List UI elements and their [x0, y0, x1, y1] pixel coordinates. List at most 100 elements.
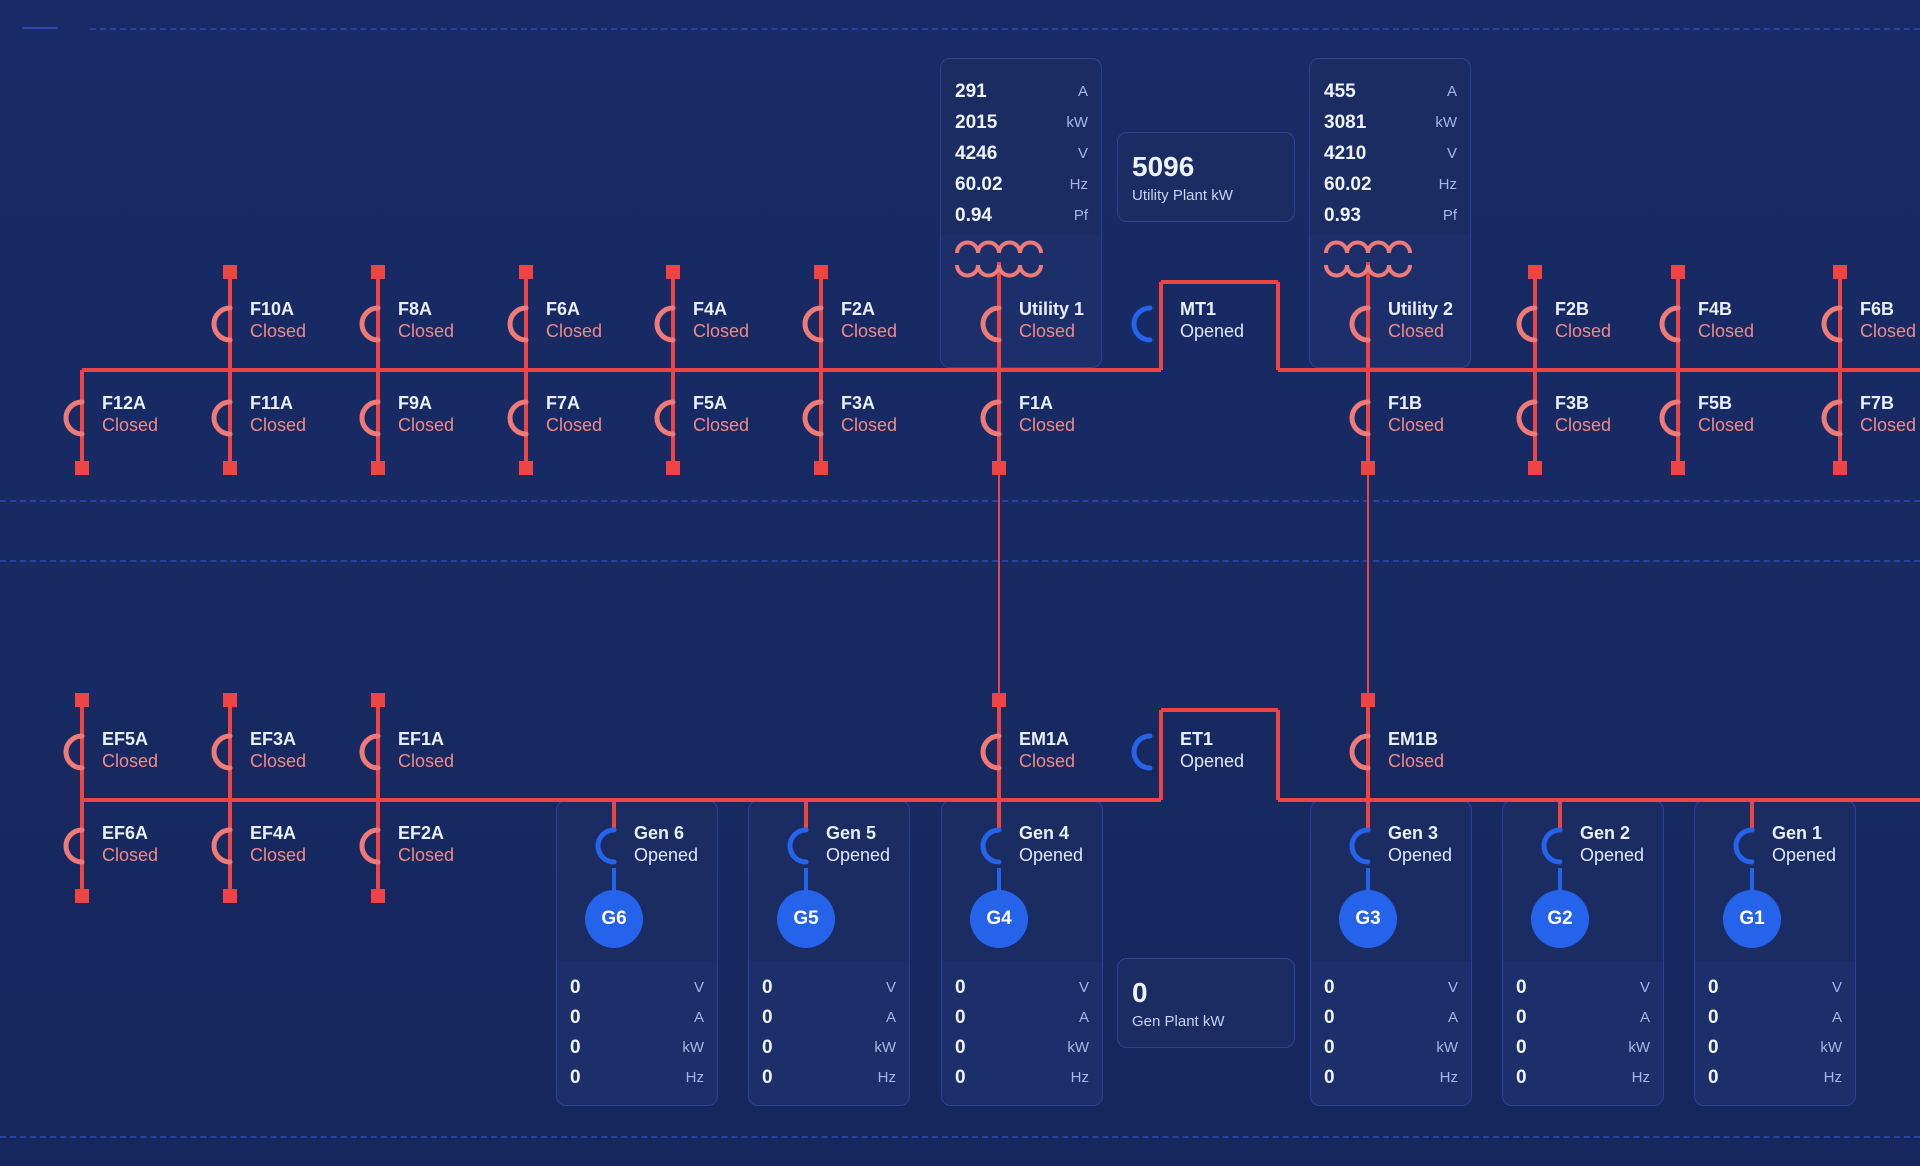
breaker-name: MT1	[1180, 299, 1216, 319]
breaker-ef2a-terminal	[371, 889, 385, 903]
generator-reading-unit: Hz	[1070, 1069, 1089, 1086]
generator-gen-3-icon[interactable]: G3	[1339, 890, 1397, 948]
breaker-f11a-symbol	[211, 399, 233, 437]
breaker-status: Closed	[841, 321, 898, 341]
gen-plant-kw-label: Gen Plant kW	[1132, 1013, 1225, 1030]
breaker-ef6a-symbol	[63, 827, 85, 865]
breaker-f1b-symbol	[1349, 399, 1371, 437]
utility-meter-value: 455	[1324, 81, 1356, 102]
breaker-name: Gen 2	[1580, 823, 1631, 843]
generator-reading-value: 0	[762, 1067, 773, 1088]
breaker-name: F7B	[1860, 393, 1895, 413]
generator-reading-unit: kW	[1436, 1039, 1458, 1056]
utility-meter-value: 4246	[955, 143, 998, 164]
breaker-name: Gen 1	[1772, 823, 1823, 843]
generator-gen-4-icon[interactable]: G4	[970, 890, 1028, 948]
breaker-name: F11A	[250, 393, 294, 413]
generator-reading-unit: kW	[874, 1039, 896, 1056]
transformer-coil-icon	[955, 264, 980, 278]
breaker-status: Closed	[250, 845, 307, 865]
utility-meter-value: 3081	[1324, 112, 1367, 133]
transformer-coil-icon	[1345, 264, 1370, 278]
breaker-name: EM1B	[1388, 729, 1439, 749]
generator-gen-5-icon[interactable]: G5	[777, 890, 835, 948]
breaker-f3b-symbol	[1516, 399, 1538, 437]
breaker-name: F7A	[546, 393, 581, 413]
utility-plant-kw-label: Utility Plant kW	[1132, 187, 1233, 204]
generator-reading-value: 0	[1324, 1067, 1335, 1088]
generator-gen-6-icon[interactable]: G6	[585, 890, 643, 948]
breaker-f12a-symbol	[63, 399, 85, 437]
generator-gen-1-icon[interactable]: G1	[1723, 890, 1781, 948]
generator-reading-unit: Hz	[685, 1069, 704, 1086]
breaker-name: Gen 3	[1388, 823, 1439, 843]
breaker-f10a-terminal	[223, 265, 237, 279]
utility-1-meter-card	[940, 58, 1102, 368]
utility-meter-value: 2015	[955, 112, 998, 133]
generator-reading-value: 0	[1708, 1067, 1719, 1088]
breaker-ef4a-symbol	[211, 827, 233, 865]
breaker-name: Gen 6	[634, 823, 685, 843]
breaker-f9a-symbol	[359, 399, 381, 437]
breaker-f6b-symbol	[1821, 305, 1843, 343]
generator-reading-unit: V	[1447, 979, 1458, 996]
breaker-status: Closed	[1388, 415, 1445, 435]
generator-reading-unit: Hz	[877, 1069, 896, 1086]
breaker-status: Opened	[1180, 321, 1245, 341]
breaker-f6b-terminal	[1833, 265, 1847, 279]
breaker-name: F6A	[546, 299, 581, 319]
generator-reading-value: 0	[955, 977, 966, 998]
breaker-name: F9A	[398, 393, 433, 413]
breaker-f2b-symbol	[1516, 305, 1538, 343]
breaker-utility-2-symbol	[1349, 305, 1371, 343]
generator-reading-unit: V	[693, 979, 704, 996]
generator-gen-2-icon[interactable]: G2	[1531, 890, 1589, 948]
breaker-ef6a-terminal	[75, 889, 89, 903]
generator-reading-value: 0	[570, 1007, 581, 1028]
generator-reading-value: 0	[570, 977, 581, 998]
breaker-ef5a-terminal	[75, 693, 89, 707]
utility-meter-unit: V	[1077, 145, 1088, 162]
breaker-status: Closed	[1555, 321, 1612, 341]
breaker-ef3a-symbol	[211, 733, 233, 771]
